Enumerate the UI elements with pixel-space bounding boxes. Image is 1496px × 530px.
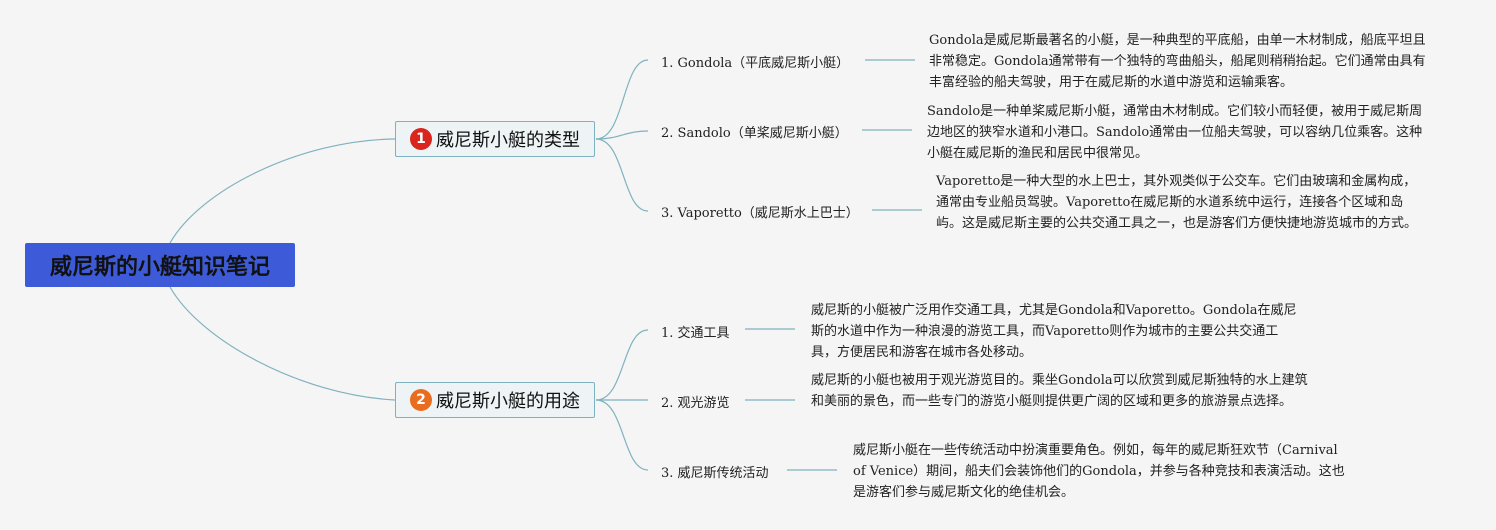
connector-b1-item2 — [595, 130, 649, 140]
topic-sightseeing[interactable]: 2. 观光游览 — [661, 396, 730, 411]
badge-1-icon: 1 — [410, 128, 432, 150]
badge-2-icon: 2 — [410, 389, 432, 411]
root-topic[interactable]: 威尼斯的小艇知识笔记 — [25, 243, 295, 287]
note-sandolo: Sandolo是一种单桨威尼斯小艇，通常由木材制成。它们较小而轻便，被用于威尼斯… — [927, 104, 1423, 161]
note-vaporetto: Vaporetto是一种大型的水上巴士，其外观类似于公交车。它们由玻璃和金属构成… — [936, 174, 1418, 231]
topic-vaporetto[interactable]: 3. Vaporetto（威尼斯水上巴士） — [661, 206, 859, 221]
topic-tradition[interactable]: 3. 威尼斯传统活动 — [661, 466, 769, 481]
topic-sandolo[interactable]: 2. Sandolo（单桨威尼斯小艇） — [661, 126, 848, 141]
branch-uses[interactable]: 2 威尼斯小艇的用途 — [395, 382, 595, 418]
connector-b2-item1 — [595, 329, 649, 401]
note-tradition: 威尼斯小艇在一些传统活动中扮演重要角色。例如，每年的威尼斯狂欢节（Carniva… — [853, 443, 1345, 500]
note-transport: 威尼斯的小艇被广泛用作交通工具，尤其是Gondola和Vaporetto。Gon… — [811, 303, 1297, 360]
connector-root-branch-1 — [169, 138, 396, 244]
connector-b1-item3 — [595, 138, 649, 212]
topic-gondola[interactable]: 1. Gondola（平底威尼斯小艇） — [661, 56, 850, 71]
note-sightseeing: 威尼斯的小艇也被用于观光游览目的。乘坐Gondola可以欣赏到威尼斯独特的水上建… — [811, 373, 1308, 409]
branch-label: 威尼斯小艇的类型 — [436, 130, 580, 151]
connector-root-branch-2 — [169, 286, 396, 401]
topic-transport[interactable]: 1. 交通工具 — [661, 326, 730, 341]
connector-b1-item1 — [595, 59, 649, 140]
note-gondola: Gondola是威尼斯最著名的小艇，是一种典型的平底船，由单一木材制成，船底平坦… — [929, 33, 1426, 90]
branch-types[interactable]: 1 威尼斯小艇的类型 — [395, 121, 595, 157]
connector-b2-item3 — [595, 399, 649, 471]
branch-label: 威尼斯小艇的用途 — [436, 391, 580, 412]
